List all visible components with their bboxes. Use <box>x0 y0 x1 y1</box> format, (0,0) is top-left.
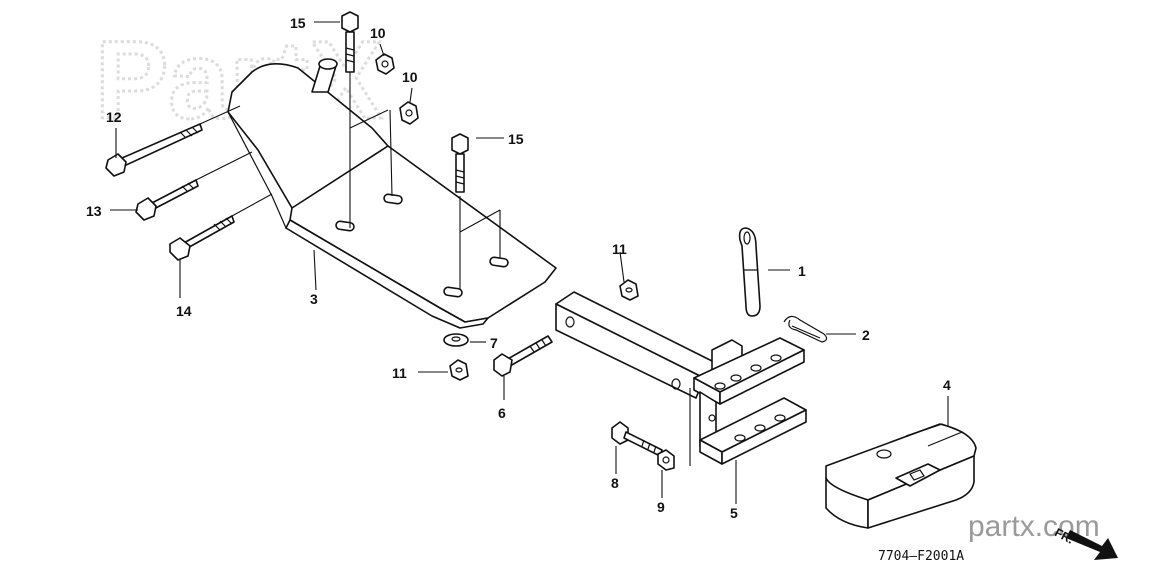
callout-10-upper: 10 <box>370 25 386 41</box>
callout-6: 6 <box>498 405 506 421</box>
callout-8: 8 <box>611 475 619 491</box>
bracket-part <box>227 58 557 329</box>
bolt-6 <box>493 335 553 377</box>
nut-9 <box>657 449 675 471</box>
callout-9: 9 <box>657 499 665 515</box>
nut-10-lower <box>399 101 419 125</box>
callout-14: 14 <box>176 303 192 319</box>
nut-10-upper <box>375 53 395 75</box>
hitch-pin-1 <box>738 227 761 317</box>
callout-1: 1 <box>798 263 806 279</box>
hitch-bar-part <box>555 291 807 465</box>
bolt-13 <box>135 179 199 221</box>
bolt-15-mid <box>451 133 469 193</box>
retaining-clip-2 <box>783 315 828 343</box>
callout-15-top: 15 <box>290 15 306 31</box>
drawing-code: 7704—F2001A <box>878 549 964 564</box>
washer-7 <box>443 333 469 347</box>
callout-5: 5 <box>730 505 738 521</box>
bolt-8 <box>611 421 663 457</box>
bolt-14 <box>169 215 235 261</box>
callout-12: 12 <box>106 109 122 125</box>
callout-labels: 1 2 3 4 5 6 7 8 9 10 10 11 11 12 13 14 1… <box>86 15 951 521</box>
callout-7: 7 <box>490 335 498 351</box>
leader-lines <box>110 21 949 504</box>
callout-10-lower: 10 <box>402 69 418 85</box>
bolt-12 <box>105 123 203 177</box>
callout-11-right: 11 <box>612 241 627 257</box>
callout-11-left: 11 <box>392 365 407 381</box>
callout-15-mid: 15 <box>508 131 524 147</box>
nut-11-left <box>449 359 469 381</box>
nut-11-right <box>619 279 639 301</box>
callout-13: 13 <box>86 203 102 219</box>
weight-part-4 <box>825 423 977 529</box>
callout-3: 3 <box>310 291 318 307</box>
callout-4: 4 <box>943 377 951 393</box>
callout-2: 2 <box>862 327 870 343</box>
